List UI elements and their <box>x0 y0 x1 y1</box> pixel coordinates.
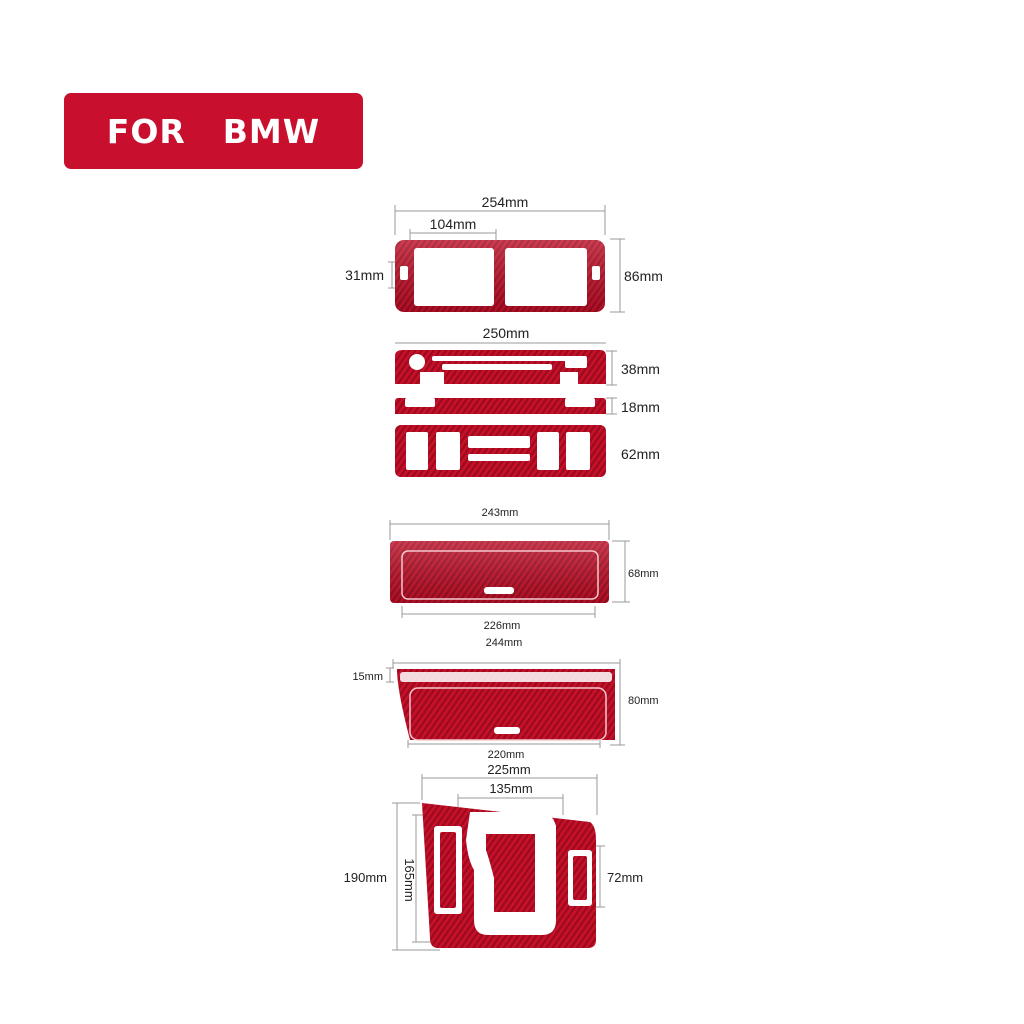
vent-width-label: 254mm <box>482 194 529 210</box>
vent-panel <box>395 240 605 312</box>
radio-top-height-label: 38mm <box>621 361 660 377</box>
cover-width-label: 244mm <box>486 637 523 649</box>
lid-width-label: 243mm <box>482 507 519 519</box>
gear-height-label: 190mm <box>344 870 387 885</box>
dimension-labels: 254mm 104mm 31mm 86mm 250mm 38mm 18mm 62… <box>344 194 663 902</box>
tray-cover <box>397 669 615 741</box>
cover-bottom-width-label: 220mm <box>488 749 525 761</box>
cover-height-label: 80mm <box>628 695 659 707</box>
radio-bottom-height-label: 62mm <box>621 446 660 462</box>
brand-badge-label: FOR BMW <box>106 111 321 151</box>
vent-side-height-label: 31mm <box>345 267 384 283</box>
gear-surround <box>422 803 596 948</box>
radio-panel <box>395 350 606 477</box>
lid-bottom-width-label: 226mm <box>484 620 521 632</box>
gear-side-height-label: 72mm <box>607 870 643 885</box>
brand-badge: FOR BMW <box>64 93 363 169</box>
gear-width-label: 225mm <box>487 762 530 777</box>
lid-height-label: 68mm <box>628 568 659 580</box>
radio-strip-height-label: 18mm <box>621 399 660 415</box>
vent-height-label: 86mm <box>624 268 663 284</box>
tray-lid <box>390 541 609 603</box>
gear-inner-height-label: 165mm <box>402 858 417 901</box>
cover-strip-height-label: 15mm <box>352 671 383 683</box>
radio-width-label: 250mm <box>483 325 530 341</box>
gear-inner-width-label: 135mm <box>489 781 532 796</box>
vent-inner-width-label: 104mm <box>430 216 477 232</box>
